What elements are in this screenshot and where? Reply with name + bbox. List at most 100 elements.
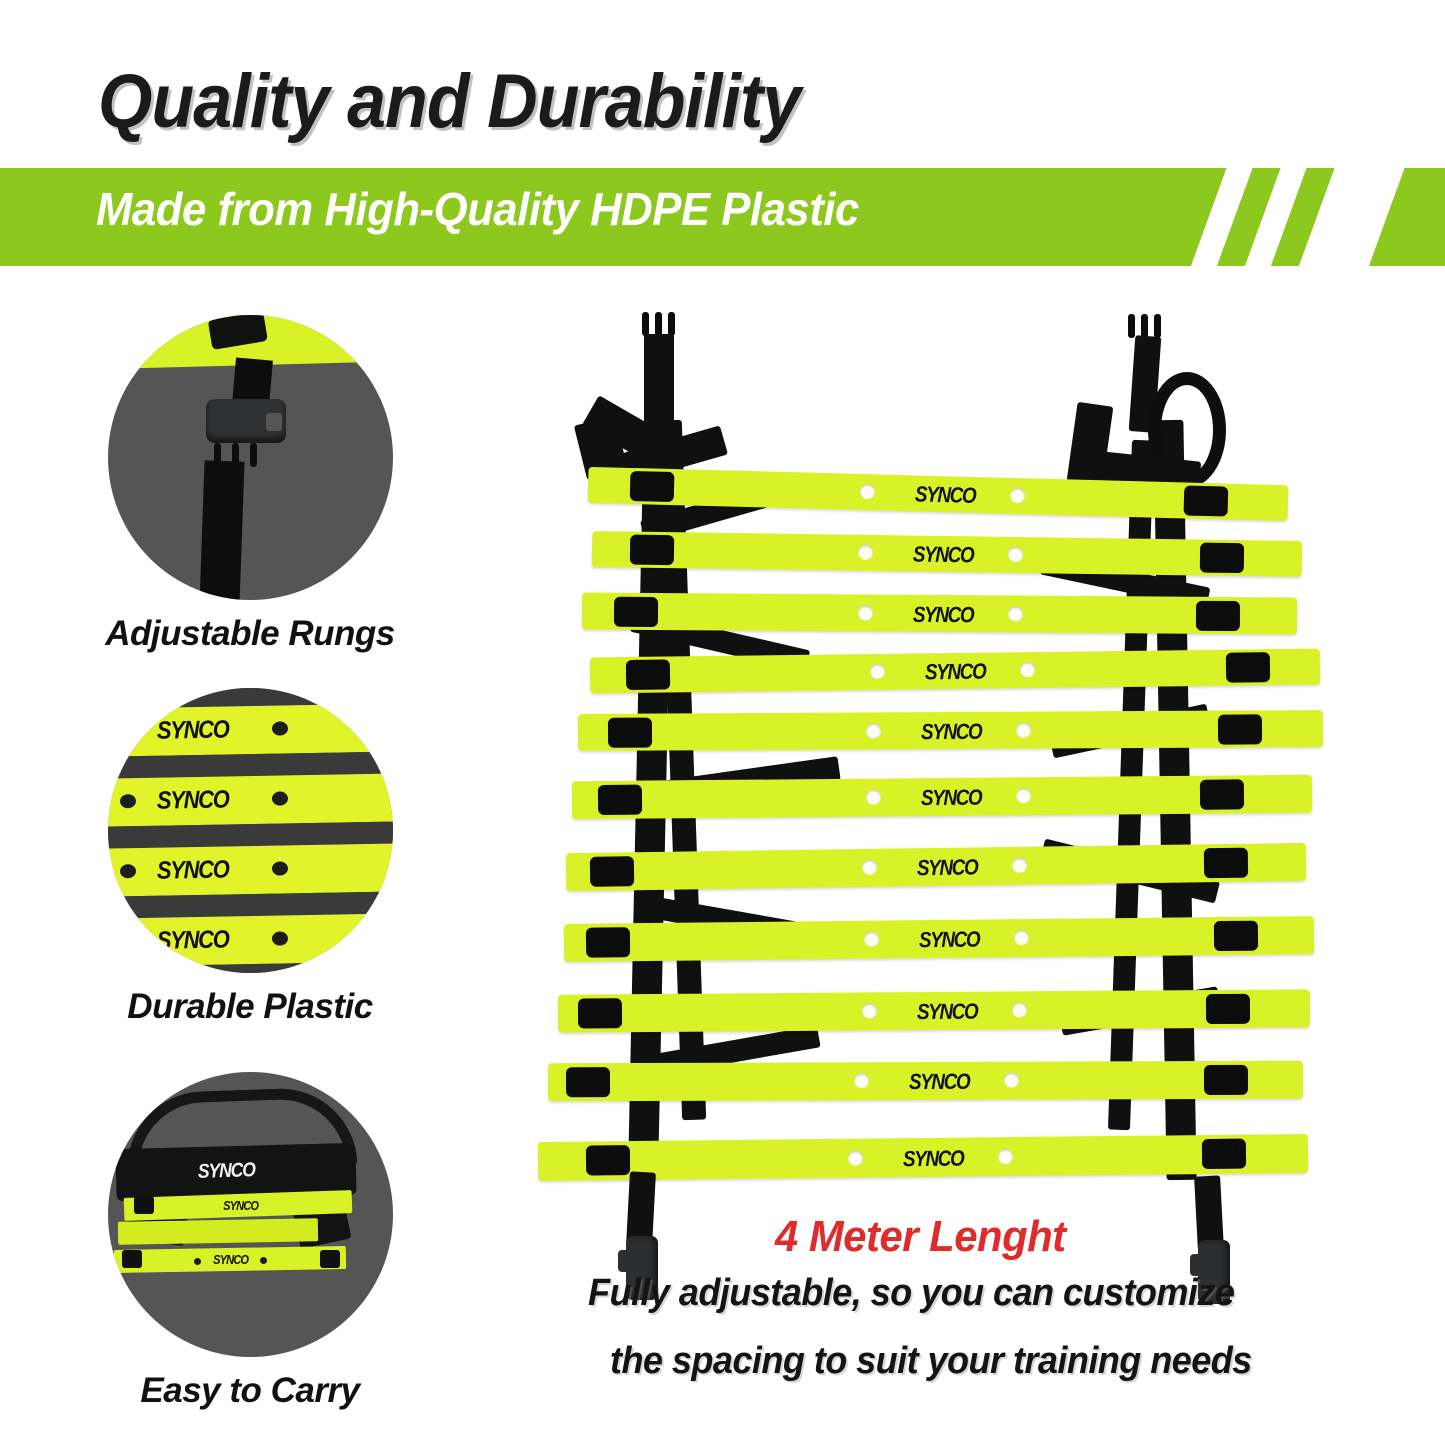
rung-clip xyxy=(1203,1064,1249,1096)
rung-clip xyxy=(613,596,659,628)
agility-ladder-product: SYNCO SYNCO SYNCO SYNCO xyxy=(520,300,1324,1304)
rung-logo: SYNCO xyxy=(916,854,978,881)
rung-clip xyxy=(121,1250,142,1268)
ladder-rung: SYNCO xyxy=(591,531,1303,577)
rung-clip xyxy=(585,927,631,958)
length-headline: 4 Meter Lenght xyxy=(775,1212,1066,1261)
rung-logo: SYNCO xyxy=(920,784,982,811)
rung-hole xyxy=(271,791,288,806)
page-title: Quality and Durability xyxy=(98,59,801,144)
bag-logo: SYNCO xyxy=(197,1159,255,1183)
rung-hole xyxy=(865,723,882,739)
rung-hole xyxy=(865,789,882,805)
rung-hole xyxy=(1011,857,1028,873)
rung-hole xyxy=(1015,722,1032,738)
carry-bag-icon: SYNCO SYNCO SYNCO xyxy=(107,1072,393,1357)
buckle-bottom-left[interactable] xyxy=(618,1236,658,1300)
buckle-prongs xyxy=(212,443,264,469)
rung-logo: SYNCO xyxy=(914,481,976,508)
ladder-rung: SYNCO xyxy=(581,592,1298,635)
rung-clip xyxy=(629,534,675,566)
rung-hole xyxy=(1009,487,1026,504)
rung-clip xyxy=(597,784,643,816)
rung-clip xyxy=(1203,847,1249,879)
rung-clip xyxy=(1225,652,1271,683)
rung-hole xyxy=(119,934,136,949)
rung-band: SYNCO xyxy=(107,773,393,827)
rung-logo: SYNCO xyxy=(924,658,986,685)
rung-hole xyxy=(119,794,136,809)
rung-logo: SYNCO xyxy=(912,541,974,568)
rung-clip xyxy=(577,998,623,1029)
rung-clip xyxy=(1213,920,1259,952)
rung-hole xyxy=(271,931,288,946)
packed-rung xyxy=(117,1218,318,1245)
rung-hole xyxy=(853,1073,870,1089)
rung-logo: SYNCO xyxy=(156,925,229,955)
rung-logo: SYNCO xyxy=(920,718,982,745)
rung-logo: SYNCO xyxy=(902,1145,964,1172)
rung-hole xyxy=(1015,788,1032,804)
ladder-rung: SYNCO xyxy=(589,648,1321,694)
rung-hole xyxy=(1007,546,1024,563)
callout-line-1: Fully adjustable, so you can customize xyxy=(588,1272,1235,1314)
rung-band: SYNCO xyxy=(107,843,393,897)
rung-hole xyxy=(859,483,876,500)
subtitle-banner: Made from High-Quality HDPE Plastic xyxy=(0,168,1445,266)
rung-hole xyxy=(863,931,880,947)
rung-clip xyxy=(319,1250,340,1268)
rung-logo: SYNCO xyxy=(156,715,229,745)
buckle-notch xyxy=(265,413,282,431)
feature-easy-to-carry: SYNCO SYNCO SYNCO Easy to Carry xyxy=(60,1072,440,1411)
rung-clip xyxy=(1217,714,1263,745)
rung-hole xyxy=(119,724,136,739)
rung-clip xyxy=(133,1196,154,1214)
rung-logo: SYNCO xyxy=(908,1068,970,1095)
ladder-rung: SYNCO xyxy=(577,710,1324,751)
banner-subtitle: Made from High-Quality HDPE Plastic xyxy=(96,183,859,235)
rung-clip xyxy=(1205,993,1251,1025)
rung-logo: SYNCO xyxy=(156,785,229,815)
rung-clip xyxy=(607,717,653,748)
buckle-prongs-top-right xyxy=(1128,314,1162,340)
rung-logo: SYNCO xyxy=(916,998,978,1025)
ladder-rung: SYNCO xyxy=(547,1060,1304,1102)
rung-clip xyxy=(1201,1138,1247,1170)
packed-rung-logo: SYNCO xyxy=(212,1252,249,1267)
rung-hole xyxy=(271,721,288,736)
packed-rung-logo: SYNCO xyxy=(222,1198,259,1213)
feature-label: Adjustable Rungs xyxy=(105,614,395,653)
callout-line-2: the spacing to suit your training needs xyxy=(610,1340,1252,1382)
rung-hole xyxy=(861,1003,878,1019)
feature-durable-plastic: SYNCO SYNCO SYNCO SYNCO Dur xyxy=(60,688,440,1027)
rung-hole xyxy=(1003,1072,1020,1088)
strap-lower xyxy=(198,460,245,600)
rung-hole xyxy=(1013,930,1030,946)
rung-hole xyxy=(271,861,288,876)
rung-clip xyxy=(1199,542,1245,574)
rung-hole xyxy=(847,1150,864,1166)
ladder-rung: SYNCO xyxy=(563,916,1315,962)
feature-label: Easy to Carry xyxy=(140,1371,360,1410)
rung-clip xyxy=(1195,600,1241,632)
strap-top-left xyxy=(644,334,674,426)
rung-clip xyxy=(1199,779,1245,810)
banner-edge-cut xyxy=(1293,168,1409,266)
rung-band: SYNCO xyxy=(107,703,393,757)
rung-band: SYNCO xyxy=(107,913,393,967)
rung-clip xyxy=(585,1145,631,1176)
rung-hole xyxy=(857,544,874,560)
rung-clip xyxy=(589,856,635,887)
rung-hole xyxy=(1019,662,1036,678)
rung-hole xyxy=(997,1149,1014,1165)
rung-logo: SYNCO xyxy=(918,926,980,953)
buckle-prongs-top-left xyxy=(642,312,676,338)
feature-adjustable-rungs: Adjustable Rungs xyxy=(60,315,440,654)
feature-label: Durable Plastic xyxy=(127,987,373,1026)
rung-clip xyxy=(629,470,675,503)
rung-hole xyxy=(861,859,878,876)
banner-slash-icon xyxy=(1185,168,1257,266)
rungs-closeup-icon: SYNCO SYNCO SYNCO SYNCO xyxy=(107,688,393,973)
buckle-bottom-right[interactable] xyxy=(1190,1240,1230,1304)
